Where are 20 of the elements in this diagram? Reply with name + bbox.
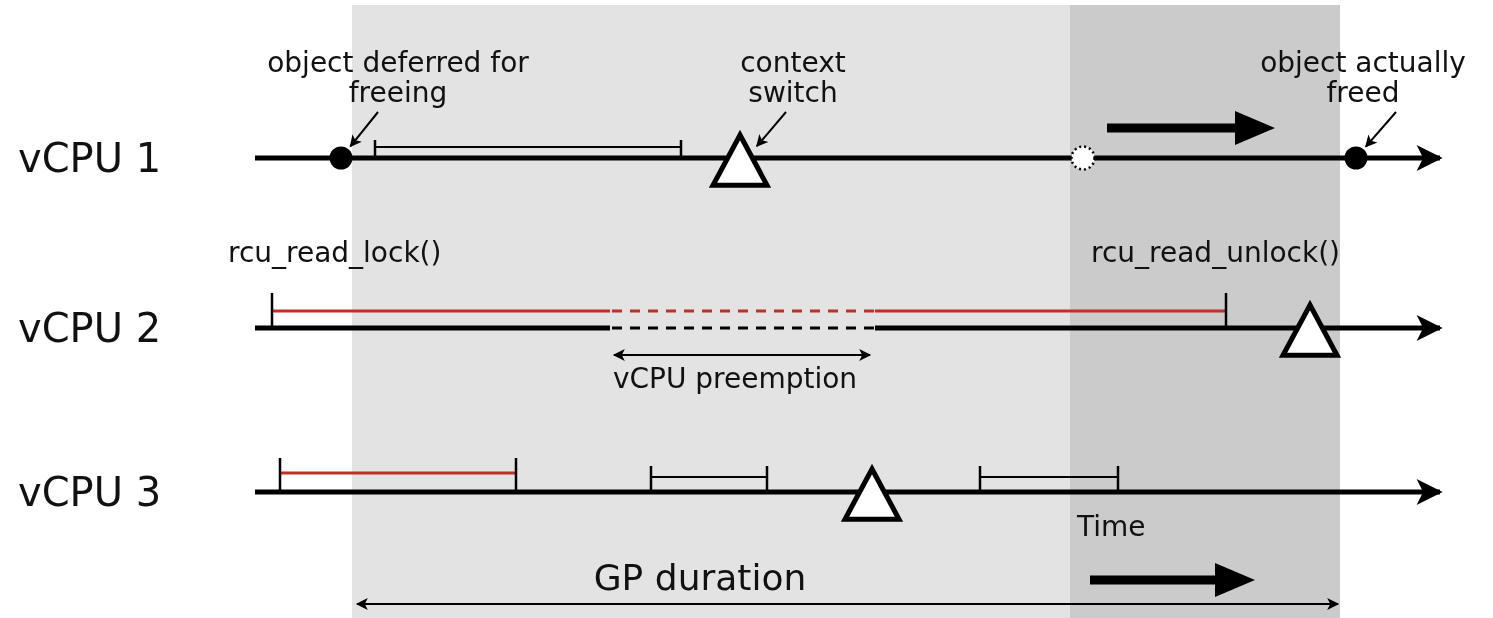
context-switch-triangle <box>711 133 769 186</box>
event-dot <box>328 145 354 171</box>
annotation-text: context switch <box>723 48 863 108</box>
leader-line <box>755 111 787 148</box>
function-label: rcu_read_unlock() <box>1091 238 1340 269</box>
row-label: vCPU 1 <box>18 136 162 180</box>
dimension-label: vCPU preemption <box>612 364 858 395</box>
dimension-label: GP duration <box>593 558 807 598</box>
event-dot <box>1070 145 1096 171</box>
context-switch-triangle <box>1281 303 1339 356</box>
leader-line <box>349 111 379 148</box>
leader-line <box>1364 111 1397 148</box>
row-label: vCPU 3 <box>18 470 162 514</box>
annotation-text: object actually freed <box>1238 48 1488 108</box>
function-label: rcu_read_lock() <box>228 238 442 269</box>
annotation-text: object deferred for freeing <box>238 48 558 108</box>
event-dot <box>1343 145 1369 171</box>
row-label: vCPU 2 <box>18 306 162 350</box>
context-switch-triangle <box>843 467 901 520</box>
axis-label: Time <box>1077 512 1146 543</box>
